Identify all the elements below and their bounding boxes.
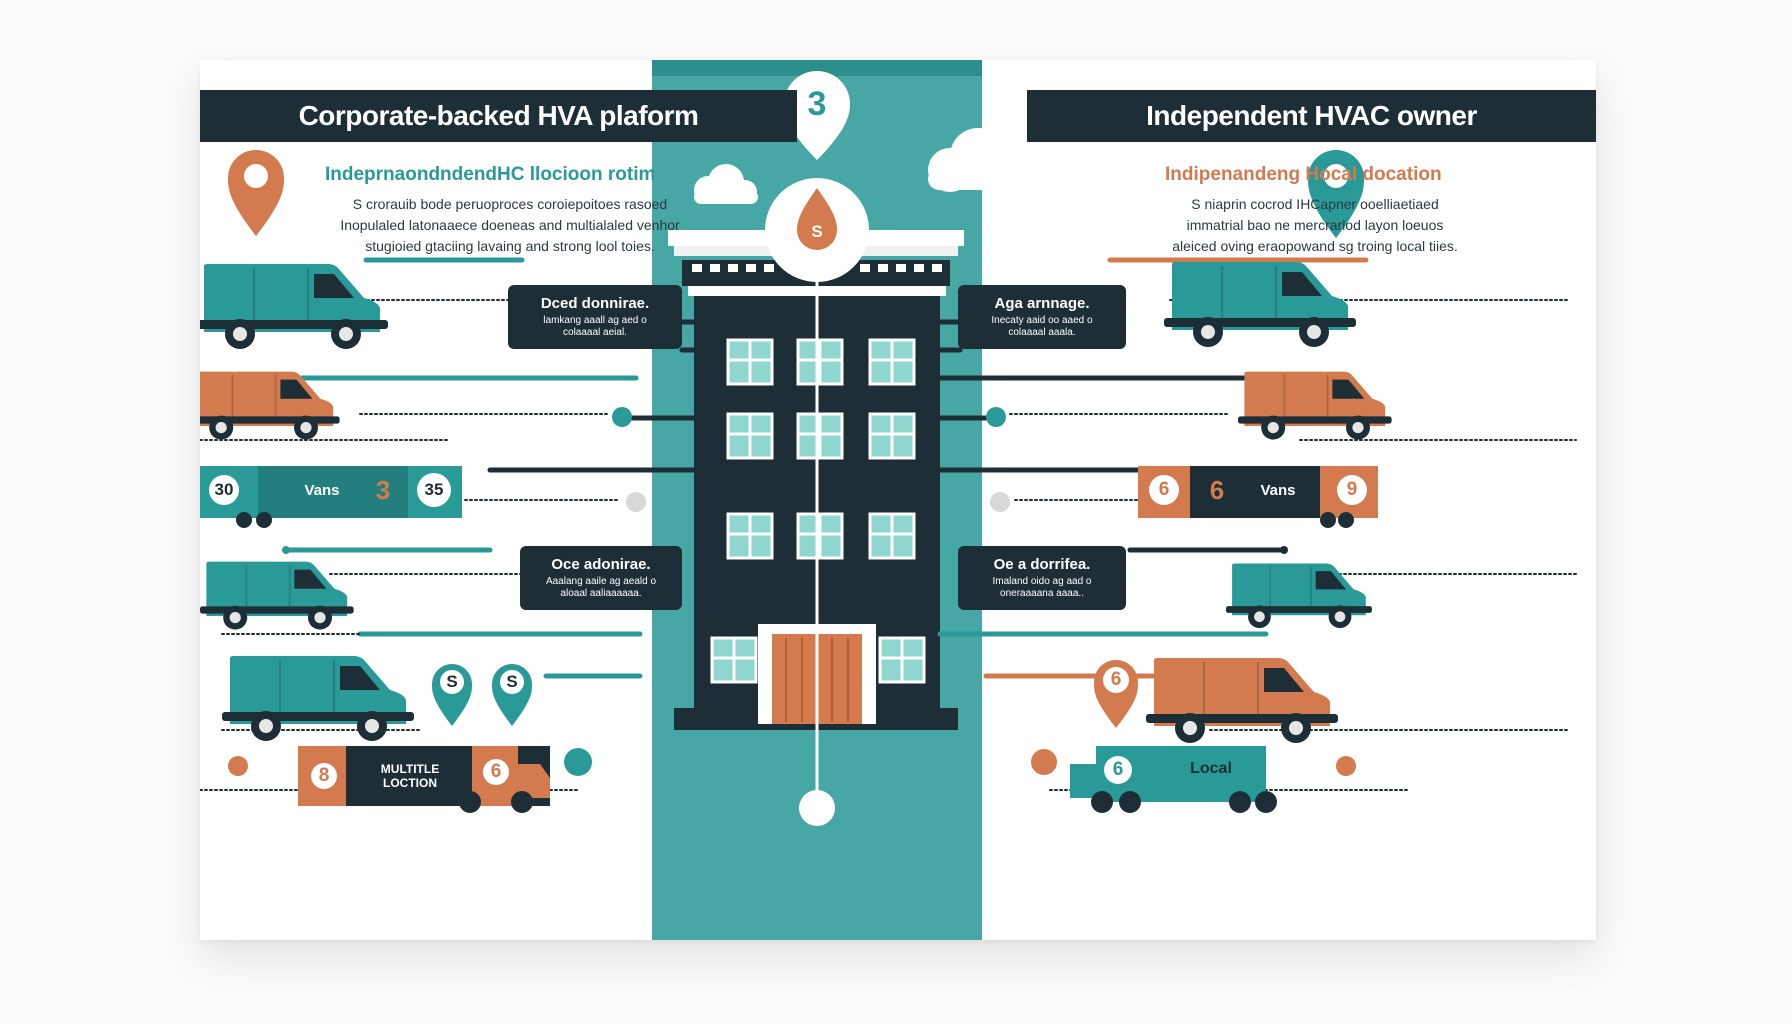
right-badge-left-number: 6 bbox=[1158, 479, 1170, 500]
right-badge-label: Vans bbox=[1260, 481, 1296, 499]
left-callout-1: Dced donnirae. lamkang aaall ag aed o co… bbox=[508, 285, 682, 349]
left-pin-1-label: S bbox=[446, 672, 458, 691]
left-callout-1-body: lamkang aaall ag aed o colaaaal aeial. bbox=[543, 315, 647, 338]
right-callout-2-body: Imaland oido ag aad o oneraaaana aaaa.. bbox=[992, 576, 1092, 599]
center-bottom-circle bbox=[799, 790, 835, 826]
infographic-board: Corporate-backed HVA plaform Independent… bbox=[200, 60, 1596, 940]
right-banner: Independent HVAC owner bbox=[1027, 90, 1596, 142]
left-van-1-icon bbox=[200, 263, 389, 350]
left-pin-2-label: S bbox=[506, 672, 518, 691]
right-dot-3 bbox=[1280, 546, 1288, 554]
left-van-4-icon bbox=[221, 655, 415, 742]
left-dot-1 bbox=[612, 407, 632, 427]
right-description: S niaprin cocrod IHCapner ooelliaetiaed … bbox=[1172, 196, 1458, 254]
right-subtitle: Indipenandeng Hocal docation bbox=[1165, 164, 1442, 185]
center-drop-symbol: S bbox=[811, 222, 823, 241]
left-truck-icon bbox=[298, 746, 550, 813]
right-truck-icon bbox=[1070, 746, 1277, 813]
left-truck-right-number: 6 bbox=[490, 761, 502, 782]
left-badge-mid-number: 3 bbox=[375, 474, 391, 505]
left-van-badge-bar bbox=[200, 466, 462, 528]
right-truck-number: 6 bbox=[1112, 759, 1124, 780]
left-van-3-icon bbox=[200, 560, 355, 631]
right-pin-label: 6 bbox=[1110, 669, 1122, 690]
right-van-badge-bar bbox=[1138, 466, 1378, 528]
left-callout-2-title: Oce adonirae. bbox=[551, 556, 651, 573]
left-callout-1-title: Dced donnirae. bbox=[540, 295, 650, 312]
left-dot-4 bbox=[228, 756, 248, 776]
right-callout-1-title: Aga arnnage. bbox=[994, 295, 1090, 312]
left-callout-2: Oce adonirae. Aaalang aaile ag aeald o a… bbox=[520, 546, 682, 610]
left-dot-2 bbox=[626, 492, 646, 512]
left-badge-left-number: 30 bbox=[214, 480, 234, 499]
right-callout-1-body: Inecaty aaid oo aaed o colaaaal aaala. bbox=[991, 315, 1093, 338]
left-dot-3 bbox=[282, 546, 290, 554]
right-van-2-icon bbox=[1237, 370, 1393, 441]
right-callout-2: Oe a dorrifea. Imaland oido ag aad o one… bbox=[958, 546, 1126, 610]
right-dot-4 bbox=[1031, 749, 1057, 775]
left-banner: Corporate-backed HVA plaform bbox=[200, 90, 797, 142]
right-callout-1: Aga arnnage. Inecaty aaid oo aaed o cola… bbox=[958, 285, 1126, 349]
right-dot-5 bbox=[1336, 756, 1356, 776]
center-top-pin-number: 3 bbox=[807, 84, 827, 123]
left-callout-2-body: Aaalang aaile ag aeald o aloaal aaliaaaa… bbox=[545, 576, 657, 599]
center-top-pin bbox=[784, 71, 850, 160]
left-subtitle: IndeprnaondndendHC llocioon rotim bbox=[325, 164, 656, 185]
cloud-right bbox=[928, 128, 1018, 192]
right-truck-label: Local bbox=[1190, 760, 1232, 777]
left-badge-label: Vans bbox=[304, 481, 340, 499]
center-drop-circle bbox=[765, 178, 869, 282]
cloud-left bbox=[694, 164, 758, 204]
left-description: S crorauib bode peruoproces coroiepoitoe… bbox=[340, 196, 680, 254]
left-badge-right-number: 35 bbox=[424, 480, 444, 499]
left-truck-label: MULTITLE LOCTION bbox=[380, 762, 440, 790]
scene-graphics bbox=[200, 60, 1577, 940]
right-location-pin-teal-icon bbox=[1308, 150, 1364, 238]
left-truck-left-number: 8 bbox=[318, 765, 330, 786]
left-van-2-icon bbox=[200, 370, 341, 441]
left-location-pin-orange-icon bbox=[228, 150, 284, 236]
right-van-1-icon bbox=[1163, 261, 1357, 348]
right-callout-2-title: Oe a dorrifea. bbox=[993, 556, 1091, 573]
center-band-frame bbox=[652, 60, 982, 76]
right-dot-2 bbox=[990, 492, 1010, 512]
left-dot-5 bbox=[564, 748, 592, 776]
right-badge-right-number: 9 bbox=[1346, 479, 1358, 500]
right-dot-1 bbox=[986, 407, 1006, 427]
right-badge-mid-number: 6 bbox=[1209, 474, 1225, 505]
